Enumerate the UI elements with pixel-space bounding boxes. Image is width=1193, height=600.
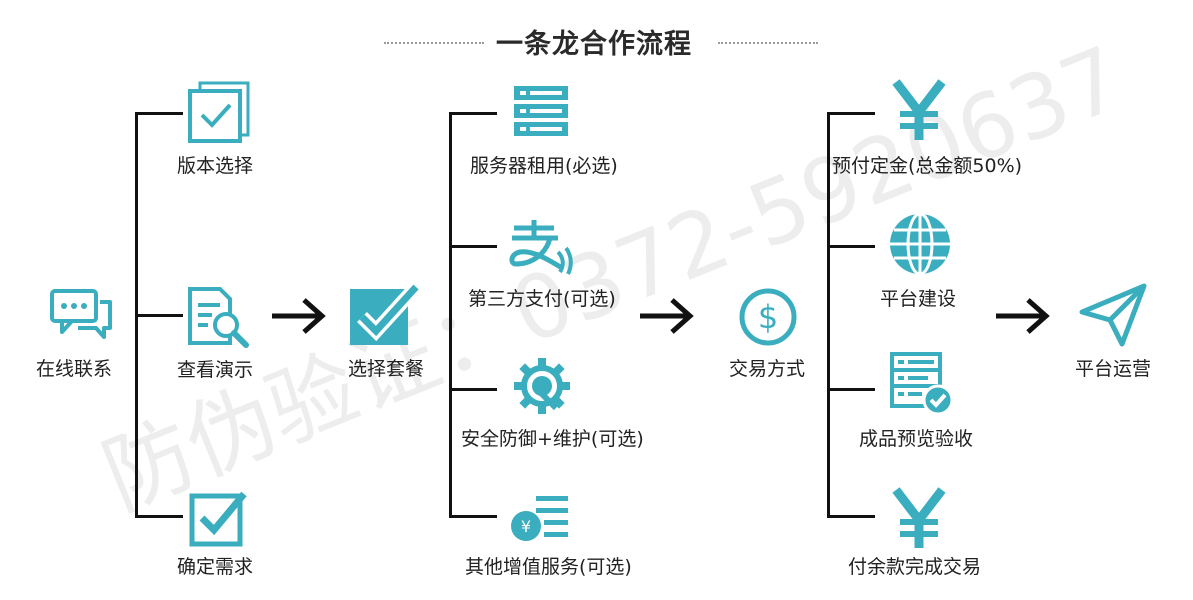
bracket-stage3-b xyxy=(827,245,875,248)
bracket-stage2-c xyxy=(449,388,497,391)
bracket-stage2 xyxy=(449,112,452,518)
node-value-added-label: 其他增值服务(可选) xyxy=(465,556,632,578)
title-divider-left xyxy=(384,42,484,46)
node-security-label: 安全防御+维护(可选) xyxy=(461,428,644,450)
node-payment-label: 第三方支付(可选) xyxy=(468,288,616,310)
node-package-label: 选择套餐 xyxy=(348,358,425,380)
node-build-label: 平台建设 xyxy=(880,288,957,310)
paper-plane-icon xyxy=(1079,283,1147,347)
node-deposit-label: 预付定金(总金额50%) xyxy=(832,155,1023,177)
svg-text:¥: ¥ xyxy=(521,517,531,536)
node-server-label: 服务器租用(必选) xyxy=(470,155,618,177)
bracket-stage2-a xyxy=(449,112,497,115)
gear-wrench-icon xyxy=(514,358,570,414)
server-icon xyxy=(514,86,568,136)
document-search-icon xyxy=(188,287,249,348)
title-divider-right xyxy=(718,42,818,46)
checkbox-icon xyxy=(189,491,247,547)
alipay-icon xyxy=(509,220,573,275)
arrow-right-icon xyxy=(272,298,326,334)
svg-text:$: $ xyxy=(758,298,778,336)
dollar-circle-icon: $ xyxy=(739,288,797,346)
node-demo-label: 查看演示 xyxy=(177,359,254,381)
server-check-icon xyxy=(890,352,954,416)
bracket-stage2-d xyxy=(449,515,497,518)
node-final-payment-label: 付余款完成交易 xyxy=(848,556,982,578)
bracket-stage2-b xyxy=(449,245,497,248)
node-operation-label: 平台运营 xyxy=(1075,358,1152,380)
bracket-stage3-d xyxy=(827,515,875,518)
yen-icon xyxy=(892,487,946,548)
bracket-stage3-c xyxy=(827,388,875,391)
node-version-label: 版本选择 xyxy=(177,155,254,177)
node-online-contact-label: 在线联系 xyxy=(36,358,113,380)
node-transaction-label: 交易方式 xyxy=(729,358,806,380)
bracket-stage1-bottom xyxy=(135,515,183,518)
edit-check-icon xyxy=(350,283,422,345)
chat-icon xyxy=(50,289,112,339)
bracket-stage3 xyxy=(827,112,830,518)
bracket-stage1-top xyxy=(135,112,183,115)
arrow-right-icon xyxy=(640,298,694,334)
stacked-check-icon xyxy=(188,81,250,143)
title-bar: 一条龙合作流程 xyxy=(0,22,1193,62)
page-title: 一条龙合作流程 xyxy=(496,29,692,60)
arrow-right-icon xyxy=(996,298,1050,334)
node-acceptance-label: 成品预览验收 xyxy=(859,428,974,450)
bracket-stage1-mid xyxy=(135,314,183,317)
globe-icon xyxy=(890,212,950,276)
yen-icon xyxy=(892,79,946,140)
node-requirements-label: 确定需求 xyxy=(177,556,254,578)
bracket-stage3-a xyxy=(827,112,875,115)
coin-list-icon: ¥ xyxy=(511,496,568,541)
